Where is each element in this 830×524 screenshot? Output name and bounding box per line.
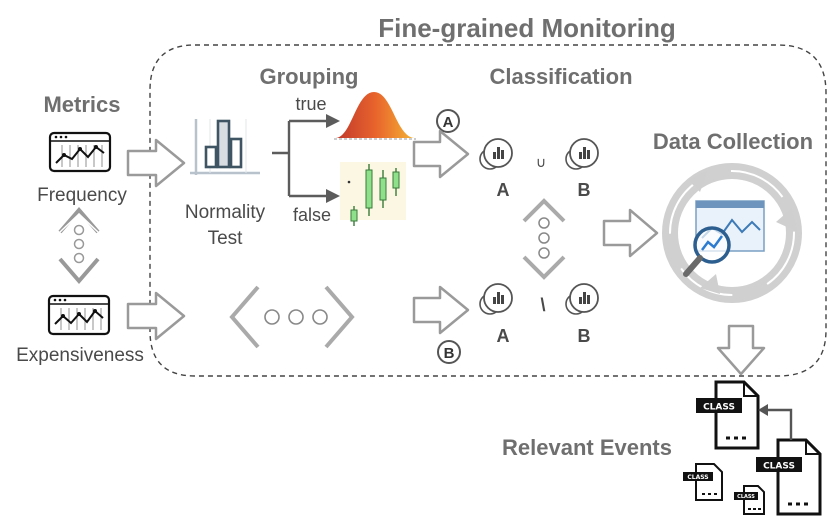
candlestick-icon (340, 162, 406, 226)
branch-true-label: true (295, 94, 326, 114)
classification-heading: Classification (489, 64, 632, 89)
data-collection-heading: Data Collection (653, 129, 813, 154)
set-a-icon (479, 283, 513, 315)
svg-text:CLASS: CLASS (763, 462, 795, 472)
class-file-icon: CLASS (696, 380, 760, 450)
arrow-down-icon (716, 324, 766, 376)
set-a-label: A (497, 326, 510, 346)
arrow-right-icon (602, 208, 659, 258)
difference-symbol: \ (540, 295, 545, 315)
path-b-badge (437, 340, 461, 364)
expensiveness-chart-icon (47, 294, 111, 336)
set-b-label: B (578, 180, 591, 200)
path-a-label: A (443, 114, 454, 131)
svg-text:CLASS: CLASS (687, 474, 708, 481)
arrow-right-icon (126, 291, 186, 341)
path-b-label: B (444, 345, 455, 362)
arrow-right-icon (412, 285, 470, 335)
normality-test-label: Normality (185, 202, 266, 223)
diagram-title: Fine-grained Monitoring (378, 13, 676, 43)
svg-text:CLASS: CLASS (703, 403, 735, 413)
arrow-right-icon (412, 129, 470, 179)
normality-test-label-2: Test (208, 228, 244, 249)
frequency-chart-icon (48, 131, 112, 173)
frequency-label: Frequency (37, 185, 127, 206)
arrow-right-icon (126, 138, 186, 188)
monitoring-boundary (149, 44, 827, 377)
relevant-events-heading: Relevant Events (502, 435, 672, 460)
class-file-icon: CLASS (756, 438, 822, 516)
expensiveness-label: Expensiveness (16, 345, 144, 366)
metrics-heading: Metrics (43, 92, 120, 117)
branch-arrows (272, 119, 326, 198)
grouping-heading: Grouping (260, 64, 359, 89)
classification-more-icon (522, 198, 566, 280)
metrics-more-icon (58, 206, 100, 285)
feedback-arrow (768, 408, 793, 440)
histogram-icon (190, 119, 260, 175)
union-symbol: ∪ (536, 154, 546, 170)
grouping-more-icon (229, 285, 355, 349)
data-collection-icon (662, 163, 802, 303)
set-a-label: A (497, 180, 510, 200)
path-a-badge (436, 109, 460, 133)
set-a-icon (479, 138, 513, 170)
set-b-icon (565, 283, 599, 315)
set-b-label: B (578, 326, 591, 346)
class-file-icon: CLASS (734, 485, 765, 515)
set-b-icon (565, 138, 599, 170)
branch-false-label: false (293, 205, 331, 225)
class-file-icon: CLASS (683, 463, 723, 501)
bell-curve-icon (334, 92, 416, 140)
svg-text:CLASS: CLASS (737, 494, 755, 500)
